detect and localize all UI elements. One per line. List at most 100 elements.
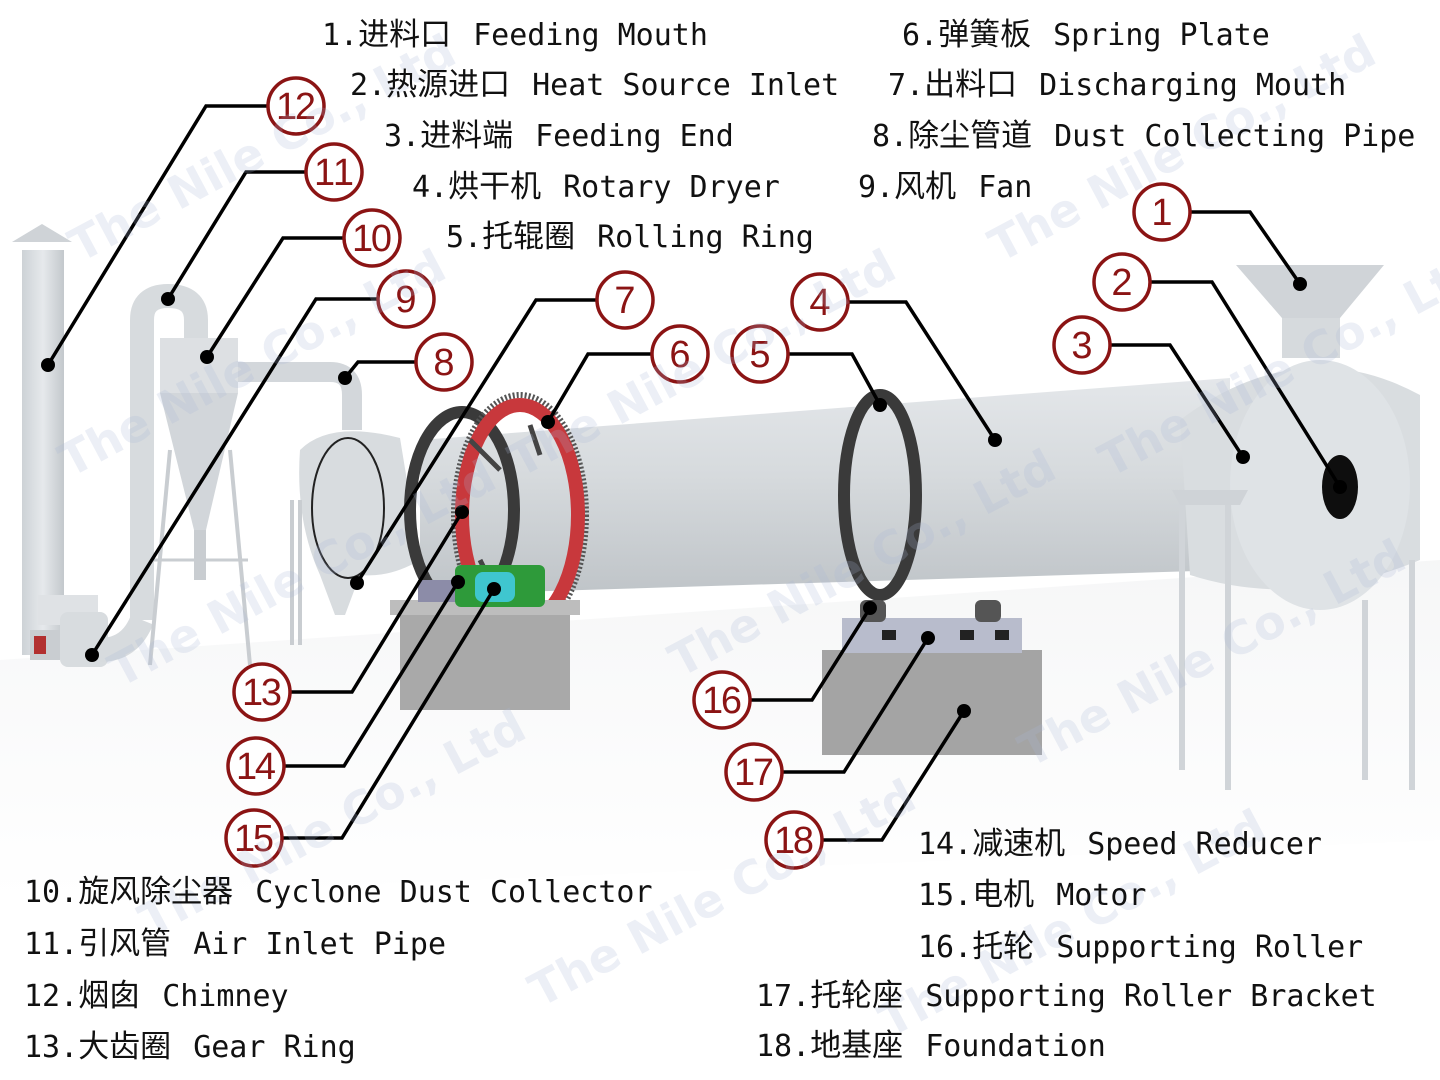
- callout-12: 12: [41, 76, 326, 372]
- callout-ring: [232, 662, 292, 722]
- legend-english-label: Rotary Dryer: [563, 170, 780, 205]
- legend-chinese-label: 热源进口: [386, 67, 511, 103]
- legend-chinese-label: 减速机: [972, 826, 1066, 862]
- legend-chinese-label: 引风管: [78, 926, 172, 962]
- leader-line: [546, 352, 652, 423]
- legend-english-label: Supporting Roller: [1056, 930, 1364, 965]
- callout-17: 17: [724, 631, 935, 802]
- callout-4: 4: [790, 272, 1002, 447]
- legend-number: 4.: [412, 170, 449, 205]
- callout-1: 1: [1132, 182, 1307, 291]
- callout-18: 18: [764, 704, 971, 870]
- target-dot: [863, 601, 877, 615]
- legend-chinese-label: 进料端: [420, 118, 514, 154]
- callout-2: 2: [1092, 252, 1347, 494]
- legend-english-label: Spring Plate: [1053, 18, 1270, 53]
- leader-line: [290, 511, 464, 694]
- callout-number: 2: [1111, 262, 1132, 304]
- leader-line: [1110, 343, 1245, 458]
- dust-collecting-pipe: [238, 362, 362, 430]
- target-dot: [1236, 450, 1250, 464]
- callout-ring: [266, 76, 326, 136]
- callout-6: 6: [541, 324, 710, 429]
- legend-english-label: Rolling Ring: [597, 220, 814, 255]
- callout-ring: [692, 670, 752, 730]
- leader-line: [788, 352, 882, 406]
- drive-unit: [390, 565, 580, 710]
- legend-chinese-label: 旋风除尘器: [78, 874, 234, 910]
- legend-number: 18.: [756, 1029, 811, 1064]
- callout-ring: [1052, 315, 1112, 375]
- callout-16: 16: [692, 601, 877, 730]
- callout-ring: [342, 208, 402, 268]
- dryer-drum: [420, 378, 1230, 595]
- callout-9: 9: [85, 269, 436, 662]
- legend-number: 1.: [322, 18, 359, 53]
- legend-chinese-label: 除尘管道: [908, 118, 1033, 154]
- legend-number: 5.: [446, 220, 483, 255]
- legend-english-label: Supporting Roller Bracket: [925, 979, 1377, 1014]
- callout-number: 12: [276, 86, 316, 128]
- legend-number: 15.: [918, 878, 973, 913]
- callout-13: 13: [232, 505, 469, 722]
- legend-number: 3.: [384, 119, 421, 154]
- legend-english-label: Foundation: [925, 1029, 1106, 1064]
- target-dot: [350, 576, 364, 590]
- feed-head: [1172, 265, 1420, 790]
- target-dot: [1333, 480, 1347, 494]
- legend-english-label: Discharging Mouth: [1039, 68, 1347, 103]
- target-dot: [1293, 277, 1307, 291]
- legend-chinese-label: 电机: [972, 877, 1035, 913]
- callout-number: 3: [1071, 325, 1092, 367]
- legend-chinese-label: 弹簧板: [938, 17, 1032, 53]
- legend-number: 6.: [902, 18, 939, 53]
- leader-line: [166, 170, 306, 300]
- target-dot: [988, 433, 1002, 447]
- leader-line: [282, 588, 496, 840]
- callout-number: 7: [614, 280, 635, 322]
- callout-ring: [595, 270, 655, 330]
- leader-line: [1150, 280, 1342, 488]
- target-dot: [200, 350, 214, 364]
- callout-number: 16: [702, 680, 742, 722]
- callout-ring: [650, 324, 710, 384]
- legend-chinese-label: 托轮: [972, 929, 1035, 965]
- leader-line: [848, 300, 997, 441]
- callout-ring: [414, 332, 474, 392]
- legend-number: 13.: [24, 1030, 79, 1065]
- callout-number: 4: [809, 282, 830, 324]
- leader-line: [90, 297, 378, 656]
- legend-english-label: Dust Collecting Pipe: [1054, 119, 1416, 154]
- legend-english-label: Fan: [978, 170, 1033, 205]
- callout-number: 13: [242, 672, 282, 714]
- legend-chinese-label: 大齿圈: [78, 1029, 172, 1065]
- callout-number: 9: [395, 279, 416, 321]
- callout-8: 8: [338, 332, 474, 392]
- target-dot: [161, 292, 175, 306]
- callout-7: 7: [350, 270, 655, 590]
- callout-5: 5: [730, 324, 887, 412]
- leader-line: [46, 104, 268, 366]
- target-dot: [451, 575, 465, 589]
- callout-number: 18: [774, 820, 814, 862]
- target-dot: [541, 415, 555, 429]
- leader-line: [1190, 210, 1302, 285]
- leader-line: [782, 637, 930, 774]
- leader-line: [822, 710, 966, 842]
- rolling-ring: [838, 389, 922, 601]
- legend-chinese-label: 烘干机: [448, 169, 542, 205]
